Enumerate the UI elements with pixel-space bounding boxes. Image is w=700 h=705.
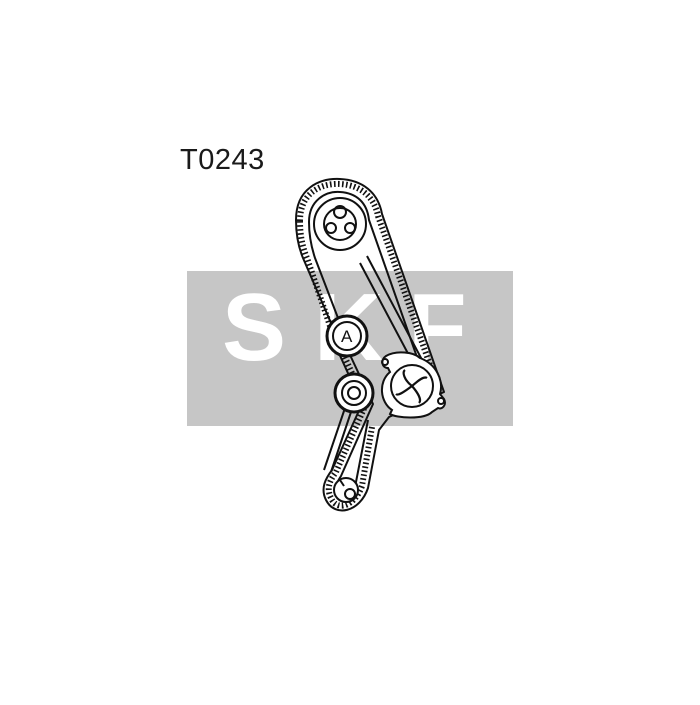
camshaft-pulley-rim bbox=[313, 197, 367, 251]
tensioner-inner-ring bbox=[332, 321, 362, 351]
water-pump-pulley bbox=[390, 364, 434, 408]
camshaft-mark-left bbox=[325, 222, 337, 234]
camshaft-pulley bbox=[313, 197, 367, 251]
part-code-label: T0243 bbox=[180, 144, 265, 176]
water-pump bbox=[381, 351, 446, 419]
camshaft-mark-top bbox=[333, 205, 347, 219]
crankshaft-sprocket bbox=[333, 477, 359, 503]
tensioner-pulley-a: A bbox=[325, 314, 369, 358]
crankshaft-sprocket-center bbox=[344, 488, 356, 500]
belt-inner-span bbox=[323, 255, 439, 473]
water-pump-impeller bbox=[395, 369, 428, 404]
idler-outer-ring bbox=[333, 372, 375, 414]
camshaft-pulley-hub bbox=[323, 207, 357, 241]
camshaft-mark-right bbox=[344, 222, 356, 234]
crankshaft-key-mark bbox=[339, 479, 345, 487]
idler-pulley bbox=[333, 372, 375, 414]
tensioner-label: A bbox=[341, 327, 353, 346]
water-pump-bolt-right bbox=[437, 397, 445, 405]
idler-inner-ring bbox=[347, 386, 361, 400]
watermark-letter-s: S bbox=[222, 274, 286, 381]
idler-middle-ring bbox=[341, 380, 367, 406]
water-pump-bolt-top bbox=[381, 358, 389, 366]
